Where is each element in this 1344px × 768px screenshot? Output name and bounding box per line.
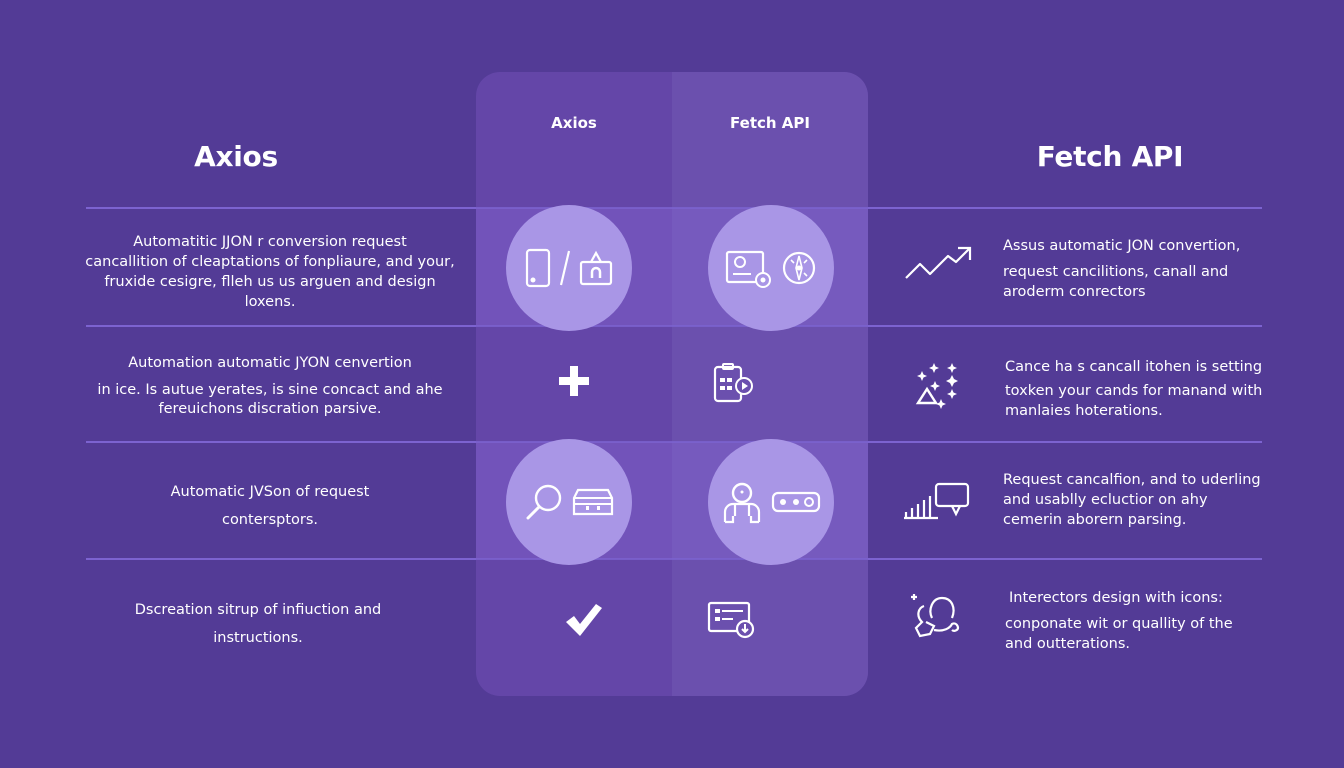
separator [86,558,476,560]
sparkles-triangle-icon [900,355,976,415]
calendar-clipboard-icon [704,358,764,408]
bar-chart-chat-icon [900,478,976,538]
separator [868,325,1262,327]
fetch-row-3-icon-circle [708,439,834,565]
fetch-description-row-2: Cance ha s cancall itohen is setting tox… [1005,359,1263,419]
column-header-axios: Axios [551,114,597,132]
separator [868,558,1262,560]
slash-icon [559,248,571,288]
lock-icon [579,248,613,288]
axios-description-row-2: Automation automatic JYON cenvertion in … [97,355,443,417]
column-header-fetch: Fetch API [730,114,810,132]
axios-description-row-4: Dscreation sitrup of infiuction and inst… [134,602,382,646]
user-icon [721,480,763,524]
fetch-row-1-icon-circle [708,205,834,331]
storage-box-icon [572,486,614,518]
connectors-bubbles-icon [900,588,976,648]
axios-row-1-icon-circle [506,205,632,331]
checkmark-icon [554,595,614,645]
comparison-panel: Axios Fetch API [476,72,868,696]
separator [868,207,1262,209]
separator [86,441,476,443]
panel-divider [476,325,868,327]
compass-icon [781,250,817,286]
panel-divider [476,207,868,209]
panel-divider [476,558,868,560]
axios-title: Axios [194,140,278,173]
separator [86,325,476,327]
magnifier-icon [524,482,564,522]
plus-icon [544,356,604,406]
profile-card-icon [725,248,773,288]
fetch-description-row-1: Assus automatic JON convertion, request … [1003,238,1241,300]
trend-up-arrow-icon [900,240,976,300]
axios-row-3-icon-circle [506,439,632,565]
panel-divider [476,441,868,443]
axios-description-row-3: Automatic JVSon of request contersptors. [170,484,370,528]
separator [868,441,1262,443]
axios-description-row-1: Automatitic JJON r conversion request ca… [85,234,455,310]
separator [86,207,476,209]
toggle-panel-icon [771,490,821,514]
fetch-api-title: Fetch API [1036,140,1184,173]
fetch-description-row-4: Interectors design with icons: conponate… [1005,590,1233,652]
mobile-device-icon [525,248,551,288]
fetch-column-bg [672,72,868,696]
checklist-card-icon [702,595,762,645]
fetch-description-row-3: Request cancalfion, and to uderling and … [1003,472,1261,528]
